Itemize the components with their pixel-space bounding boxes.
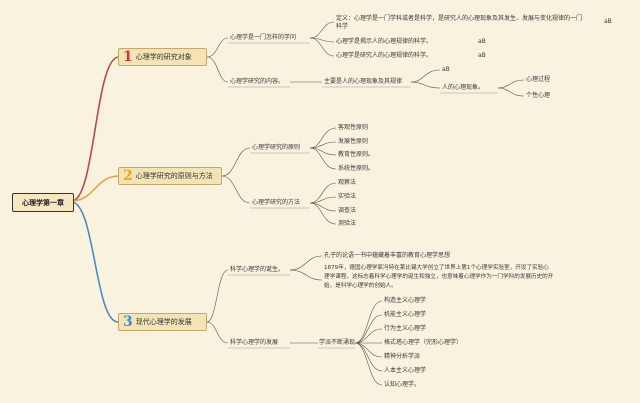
node-method-item[interactable]: 实验法 [338, 193, 357, 200]
node-research-methods[interactable]: 心理学研究的方法 [252, 199, 301, 206]
branch-number-2: 2 [123, 168, 133, 184]
node-reveal-laws[interactable]: 心理学是揭示人的心理规律的科学。 [336, 38, 433, 45]
branch-label-2: 心理学研究的原则与方法 [135, 172, 213, 180]
node-wundt[interactable]: 1879年，德国心理学家冯特在莱比锡大学创立了世界上第1个心理学实验室，开设了实… [324, 265, 554, 289]
node-main-content[interactable]: 主要是人的心理现象及其规律 [324, 78, 403, 85]
node-mental-process[interactable]: 心理过程 [526, 76, 551, 83]
node-principle-item[interactable]: 教育性原则。 [338, 151, 375, 158]
node-mental-phenomenon[interactable]: 人的心理现象。 [442, 84, 485, 91]
branch-number-1: 1 [123, 49, 133, 65]
node-emerging-schools[interactable]: 学派不断涌现 [319, 339, 356, 346]
node-research-content[interactable]: 心理学研究的内容。 [230, 78, 285, 85]
node-principle-item[interactable]: 系统性原则。 [338, 165, 375, 172]
node-school-item[interactable]: 机能主义心理学 [384, 311, 427, 318]
node-tag: aB [442, 66, 450, 73]
branch-label-1: 心理学的研究对象 [135, 53, 192, 61]
branch-node-1[interactable]: 1 心理学的研究对象 [118, 48, 207, 66]
connector-root-2 [71, 175, 119, 202]
node-method-item[interactable]: 观察法 [338, 179, 357, 186]
node-confucius[interactable]: 孔子的论语一书中蕴藏着丰富的教育心理学思想 [324, 252, 451, 259]
node-tag: aB [478, 52, 486, 59]
node-birth-of-psychology[interactable]: 科学心理学的诞生。 [230, 266, 285, 273]
node-principle-item[interactable]: 发展性原则 [338, 138, 369, 145]
connector-root-3 [71, 201, 119, 323]
node-personality[interactable]: 个性心理 [526, 92, 551, 99]
node-school-item[interactable]: 行为主义心理学 [384, 325, 427, 332]
node-study-laws[interactable]: 心理学是研究人的心理规律的科学。 [336, 52, 433, 59]
node-research-principles[interactable]: 心理学研究的原则 [252, 144, 301, 151]
node-what-is-psychology[interactable]: 心理学是一门怎样的学问 [230, 34, 297, 41]
branch-node-3[interactable]: 3 现代心理学的发展 [118, 313, 207, 331]
node-development[interactable]: 科学心理学的发展 [230, 339, 279, 346]
connector-root-1 [71, 56, 119, 202]
node-school-item[interactable]: 认知心理学。 [384, 381, 421, 388]
branch-label-3: 现代心理学的发展 [135, 318, 192, 326]
branch-node-2[interactable]: 2 心理学研究的原则与方法 [118, 167, 222, 185]
node-method-item[interactable]: 调查法 [338, 207, 357, 214]
node-principle-item[interactable]: 客观性原则 [338, 124, 369, 131]
root-node[interactable]: 心理学第一章 [12, 193, 74, 212]
node-definition[interactable]: 定义：心理学是一门学科或者是科学，是研究人的心理现象及其发生、发展与变化规律的一… [336, 15, 583, 30]
node-school-item[interactable]: 精神分析学派 [384, 353, 421, 360]
node-tag: aB [478, 38, 486, 45]
node-school-item[interactable]: 构造主义心理学 [384, 297, 427, 304]
node-method-item[interactable]: 测验法 [338, 220, 357, 227]
branch-number-3: 3 [123, 314, 133, 330]
node-school-item[interactable]: 格式塔心理学（完形心理学） [384, 339, 463, 346]
node-tag: aB [604, 18, 612, 25]
node-school-item[interactable]: 人本主义心理学 [384, 367, 427, 374]
